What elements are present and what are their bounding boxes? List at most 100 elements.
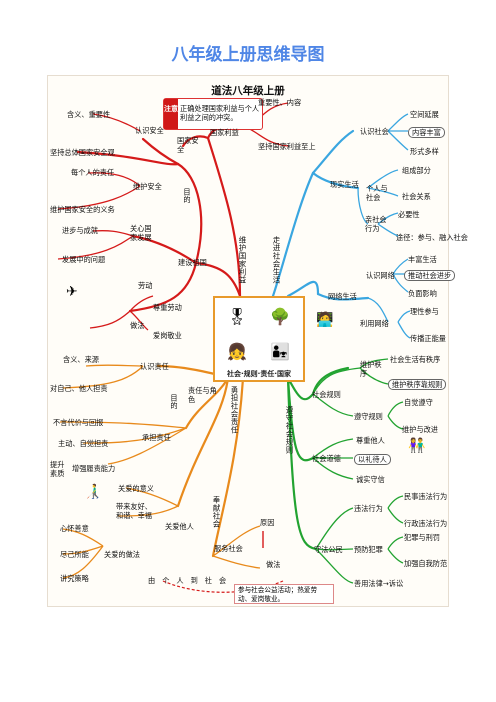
- diverse-forms: 形式多样: [410, 147, 439, 156]
- security-obligation: 维护国家安全的义务: [50, 205, 115, 214]
- interest-first: 坚持国家利益至上: [258, 142, 316, 151]
- moral: 社会道德: [312, 454, 341, 463]
- crime-prevent: 预防犯罪: [354, 545, 383, 554]
- purpose-top: 目的: [183, 188, 192, 204]
- know-responsibility: 认识责任: [140, 362, 169, 371]
- tree-planting-icon: 🌳: [270, 306, 290, 326]
- public-activity-note: 参与社会公益活动；热爱劳动、爱岗敬业。: [234, 584, 334, 604]
- obey-rules: 遵守规则: [354, 412, 383, 421]
- family-icon: 👨‍👧: [270, 341, 290, 361]
- reason: 原因: [260, 518, 275, 527]
- student-icon: 👧: [227, 341, 247, 361]
- respect-others: 尊重他人: [356, 436, 385, 445]
- civil: 民事违法行为: [404, 492, 448, 501]
- positive-energy: 传播正能量: [410, 334, 446, 343]
- hub-label: 社会·规则·责任·国家: [227, 370, 291, 378]
- meaning-source: 含义、来源: [63, 355, 99, 364]
- orderly: 社会生活有秩序: [390, 355, 441, 364]
- understand-security: 认识安全: [135, 126, 164, 135]
- branch-serve: 奉献社会: [212, 496, 221, 528]
- method: 做法: [266, 560, 281, 569]
- honesty: 诚实守信: [356, 475, 385, 484]
- love-work: 爱岗敬业: [153, 331, 182, 340]
- self-obey: 自觉遵守: [404, 398, 433, 407]
- note-tag: 注意: [164, 99, 178, 129]
- maintain-improve: 维护与改进: [402, 425, 438, 434]
- branch-responsibility: 勇担社会责任: [230, 386, 239, 434]
- person-society: 个人与社会: [366, 184, 388, 202]
- overall-security: 坚持总体国家安全观: [50, 148, 115, 157]
- labor: 劳动: [138, 281, 153, 290]
- crime-punish: 犯罪与刑罚: [404, 533, 440, 542]
- rich-life: 丰富生活: [408, 255, 437, 264]
- courtesy: 以礼待人: [354, 454, 391, 465]
- rule-maintain: 维护秩序靠规则: [388, 379, 447, 390]
- network-people-icon: 🧑‍💻: [316, 312, 334, 328]
- use-law: 善用法律→诉讼: [354, 579, 404, 588]
- center-hub: 🎖 🌳 👧 👨‍👧 社会·规则·责任·国家: [213, 296, 305, 382]
- purpose-bottom: 目的: [170, 394, 179, 410]
- meaning-of-care: 关爱的意义: [118, 484, 154, 493]
- note-box: 注意 正确处理国家利益与个人利益之间的冲突。: [163, 98, 263, 130]
- build-country: 建设祖国: [178, 258, 207, 267]
- rational: 理性参与: [410, 307, 439, 316]
- kids-greeting-icon: 👫: [408, 438, 426, 454]
- branch-rules: 遵守社会规则: [285, 406, 294, 454]
- illegal: 违法行为: [354, 504, 383, 513]
- care-development: 关心国家发展: [130, 224, 152, 242]
- social-rules: 社会规则: [312, 390, 341, 399]
- approach: 途径：参与、融入社会: [396, 233, 468, 242]
- meaning-importance: 含义、重要性: [67, 110, 111, 119]
- from-person-to-society: 由个人到社会: [148, 576, 234, 585]
- rich-content: 内容丰富: [408, 127, 445, 138]
- pro-social: 亲社会行为: [365, 215, 387, 233]
- national-interest-node: 国家利益: [210, 128, 239, 137]
- ability: 增强履责能力: [72, 464, 116, 473]
- maintain-security: 维护安全: [133, 182, 162, 191]
- maintain-order: 维护秩序: [360, 360, 382, 378]
- responsibility-role: 责任与角色: [188, 386, 217, 404]
- know-network: 认识网络: [366, 271, 395, 280]
- know-society: 认识社会: [360, 127, 389, 136]
- space-expand: 空间延展: [410, 110, 439, 119]
- use-network: 利用网络: [360, 319, 389, 328]
- problems: 发展中的问题: [62, 255, 106, 264]
- note-text: 正确处理国家利益与个人利益之间的冲突。: [180, 104, 260, 122]
- online-life: 网络生活: [328, 292, 357, 301]
- active-take: 主动、自觉担责: [58, 439, 109, 448]
- how-to-top: 做法: [130, 321, 145, 330]
- bring-harmony: 带来友好、和谐、幸福: [116, 502, 152, 520]
- blind-person-icon: 👨‍🦯: [84, 484, 102, 500]
- care-others: 关爱他人: [165, 522, 194, 531]
- necessity: 必要性: [398, 210, 420, 219]
- soldier-icon: 🎖: [226, 306, 248, 326]
- personal-duty: 每个人的责任: [71, 168, 115, 177]
- real-life: 现实生活: [330, 180, 359, 189]
- admin: 行政违法行为: [404, 519, 448, 528]
- to-self-others: 对自己、他人担责: [50, 384, 108, 393]
- strategy: 讲究策略: [60, 574, 89, 583]
- branch-social-life: 走进社会生活: [272, 236, 281, 284]
- self-protect: 加强自我防范: [404, 559, 448, 568]
- respect-labor: 尊重劳动: [153, 303, 182, 312]
- component: 组成部分: [402, 166, 431, 175]
- mind-map-card: 道法八年级上册: [47, 75, 468, 607]
- no-return: 不言代价与回报: [53, 418, 104, 427]
- negative: 负面影响: [408, 289, 437, 298]
- take-responsibility: 承担责任: [142, 433, 171, 442]
- branch-national-interest: 维护国家利益: [238, 236, 247, 284]
- law-abiding: 守法公民: [314, 545, 343, 554]
- improve-quality: 提升素质: [50, 460, 65, 478]
- do-best: 尽己所能: [60, 550, 89, 559]
- promote: 推动社会进步: [404, 270, 456, 281]
- national-security: 国家安全: [177, 136, 199, 154]
- social-relation: 社会关系: [402, 192, 431, 201]
- importance-content: 重要性、内容: [258, 98, 302, 107]
- caring-ways: 关爱的做法: [104, 550, 140, 559]
- kindness: 心怀善意: [60, 524, 89, 533]
- serve-society: 服务社会: [214, 544, 243, 553]
- progress: 进步与成就: [62, 226, 98, 235]
- airplane-icon: ✈: [66, 284, 78, 300]
- map-title: 道法八年级上册: [211, 85, 285, 97]
- page-title: 八年级上册思维导图: [171, 45, 325, 65]
